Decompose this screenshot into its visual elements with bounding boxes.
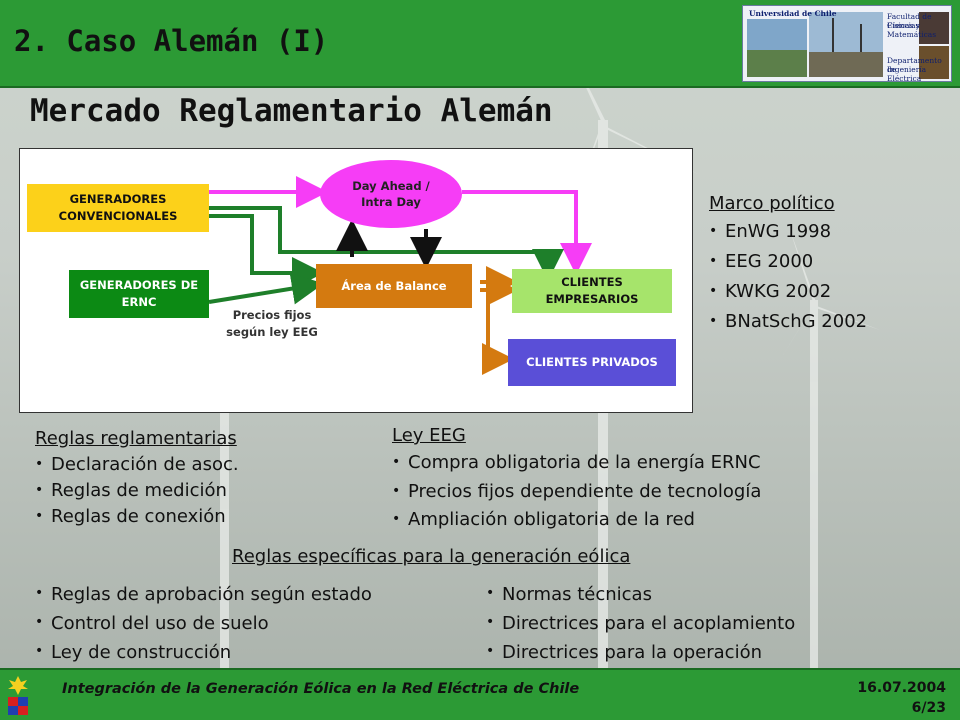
logo-department-line-1: Departamento de: [887, 56, 942, 74]
list-item: EEG 2000: [709, 246, 867, 277]
flow-area-to-privados: [482, 290, 514, 375]
list-item: EnWG 1998: [709, 216, 867, 247]
marco-politico-block: Marco político EnWG 1998 EEG 2000 KWKG 2…: [709, 191, 867, 337]
list-item: Compra obligatoria de la energía ERNC: [392, 448, 761, 478]
list-item: Reglas de aprobación según estado: [35, 579, 372, 609]
box-generadores-convencionales: GENERADORES CONVENCIONALES: [27, 184, 209, 232]
reglas-reglamentarias-block: Reglas reglamentarias Declaración de aso…: [35, 426, 239, 530]
flow-ernc-to-area: [208, 272, 324, 305]
reglas-reglamentarias-title: Reglas reglamentarias: [35, 428, 237, 449]
list-item: Directrices para el acoplamiento: [486, 608, 795, 638]
header-bar: 2. Caso Alemán (I) Universidad de Chile …: [0, 0, 960, 88]
logo-department-line-2: Ingeniería Eléctrica: [887, 65, 927, 83]
university-logo: Universidad de Chile Facultad de Ciencia…: [742, 5, 952, 83]
ley-eeg-title: Ley EEG: [392, 425, 466, 446]
box-area-balance: Área de Balance: [316, 264, 472, 308]
list-item: KWKG 2002: [709, 276, 867, 307]
flow-conv-to-empresarios: [209, 206, 564, 281]
university-crest-icon: [8, 676, 28, 715]
flow-conv-to-area: [209, 214, 324, 289]
ley-eeg-list: Compra obligatoria de la energía ERNC Pr…: [392, 448, 761, 535]
list-item: Reglas de conexión: [35, 503, 239, 530]
market-diagram: GENERADORES CONVENCIONALES GENERADORES D…: [19, 148, 693, 413]
section-title: 2. Caso Alemán (I): [14, 24, 329, 58]
list-item: Reglas de medición: [35, 477, 239, 504]
footer-bar: Integración de la Generación Eólica en l…: [0, 668, 960, 720]
list-item: Directrices para la operación: [486, 637, 795, 667]
list-item: Control del uso de suelo: [35, 608, 372, 638]
list-item: Declaración de asoc.: [35, 451, 239, 478]
logo-faculty-line-2: Físicas y Matemáticas: [887, 21, 937, 39]
marco-politico-title: Marco político: [709, 193, 835, 214]
reglas-especificas-right-list: Normas técnicas Directrices para el acop…: [486, 579, 795, 667]
precios-fijos-label: Precios fijos según ley EEG: [226, 308, 318, 339]
list-item: Ley de construcción: [35, 637, 372, 667]
reglas-especificas-left-block: Reglas de aprobación según estado Contro…: [35, 579, 372, 667]
list-item: Precios fijos dependiente de tecnología: [392, 477, 761, 507]
main-title: Mercado Reglamentario Alemán: [30, 93, 553, 129]
logo-photos-graphic: [747, 12, 949, 79]
box-clientes-privados: CLIENTES PRIVADOS: [508, 339, 676, 386]
list-item: Normas técnicas: [486, 579, 795, 609]
list-item: BNatSchG 2002: [709, 306, 867, 337]
logo-university-name: Universidad de Chile: [749, 9, 837, 18]
reglas-especificas-title: Reglas específicas para la generación eó…: [232, 546, 631, 567]
flow-arrows: [208, 176, 592, 375]
ley-eeg-block: Ley EEG Compra obligatoria de la energía…: [392, 423, 761, 535]
reglas-especificas-right-block: Normas técnicas Directrices para el acop…: [486, 579, 795, 667]
reglas-reglamentarias-list: Declaración de asoc. Reglas de medición …: [35, 451, 239, 530]
footer-date: 16.07.2004: [857, 680, 946, 696]
marco-politico-list: EnWG 1998 EEG 2000 KWKG 2002 BNatSchG 20…: [709, 216, 867, 337]
footer-presentation-title: Integración de la Generación Eólica en l…: [62, 681, 580, 697]
box-clientes-empresarios: CLIENTES EMPRESARIOS: [512, 269, 672, 313]
box-generadores-ernc: GENERADORES DE ERNC: [69, 270, 209, 318]
footer-page-number: 6/23: [911, 700, 946, 716]
logo-faculty-line-1: Facultad de Ciencias: [887, 12, 932, 30]
list-item: Ampliación obligatoria de la red: [392, 505, 761, 535]
ellipse-day-ahead: Day Ahead / Intra Day: [320, 160, 462, 228]
flow-dayahead-to-empresarios: [462, 190, 592, 275]
reglas-especificas-left-list: Reglas de aprobación según estado Contro…: [35, 579, 372, 667]
